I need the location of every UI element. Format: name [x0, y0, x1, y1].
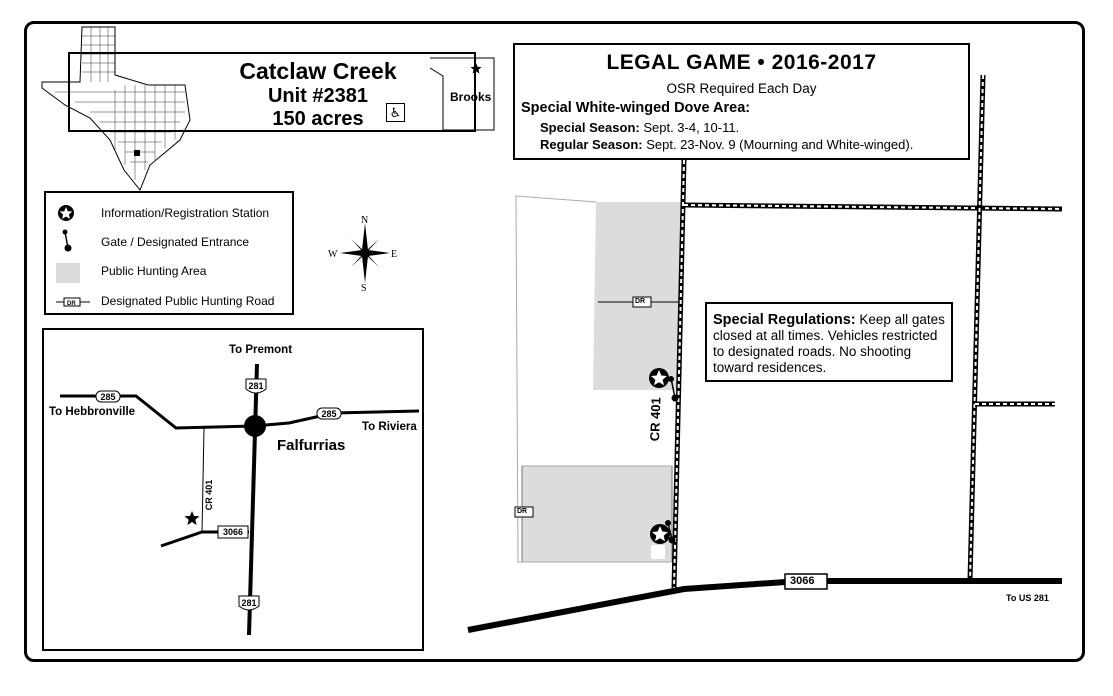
svg-text:N: N: [361, 215, 368, 226]
star-icon: [58, 205, 74, 221]
texas-locator-map: [41, 26, 191, 191]
compass-rose-icon: N S W E: [328, 215, 397, 293]
legend-label-road: Designated Public Hunting Road: [101, 294, 275, 308]
unit-acres: 150 acres: [272, 108, 364, 130]
public-hunting-area-south: [521, 465, 673, 563]
legend-label-station: Information/Registration Station: [101, 206, 270, 220]
county-name: Brooks: [450, 90, 492, 104]
cr401-label: CR 401: [647, 396, 664, 442]
dr-tag: DR: [635, 298, 646, 305]
legend: DR Information/Registration Station Gate…: [44, 191, 294, 315]
svg-text:3066: 3066: [223, 527, 243, 537]
svg-text:W: W: [328, 249, 338, 260]
gray-swatch: [56, 263, 80, 283]
special-season: Special Season: Sept. 3-4, 10-11.: [540, 120, 740, 135]
legend-label-hunting-area: Public Hunting Area: [101, 264, 207, 278]
county-star-icon: [470, 63, 482, 74]
svg-text:285: 285: [100, 392, 115, 402]
legend-label-gate: Gate / Designated Entrance: [101, 235, 250, 249]
fm3066-label: 3066: [790, 575, 815, 587]
unit-title: Catclaw Creek Unit #2381 150 acres: [218, 58, 418, 131]
svg-text:281: 281: [248, 381, 263, 391]
to-premont-label: To Premont: [229, 344, 293, 356]
regulations-label: Special Regulations:: [713, 312, 856, 328]
svg-text:DR: DR: [67, 301, 76, 307]
special-regulations-box: Special Regulations: Keep all gates clos…: [705, 302, 953, 382]
falfurrias-label: Falfurrias: [277, 437, 346, 454]
public-hunting-area-north: [593, 202, 681, 390]
wheelchair-accessible-icon: ♿: [386, 103, 405, 122]
legal-game-title: LEGAL GAME • 2016-2017: [606, 51, 877, 74]
svg-text:281: 281: [241, 598, 256, 608]
regular-season: Regular Season: Sept. 23-Nov. 9 (Mournin…: [540, 137, 914, 152]
dove-area-subtitle: Special White-winged Dove Area:: [521, 100, 751, 116]
fm-3066-road: [467, 578, 1062, 633]
unit-name: Catclaw Creek: [239, 58, 397, 84]
regulations-text: Keep all gates closed at all times. Vehi…: [713, 312, 945, 375]
to-riviera-label: To Riviera: [362, 421, 417, 433]
dr-tag-south: DR: [517, 508, 528, 515]
unit-boundary: [515, 195, 672, 563]
map-frame: [24, 21, 1085, 662]
legal-game-box: LEGAL GAME • 2016-2017 OSR Required Each…: [513, 43, 970, 160]
unit-title-box: [68, 52, 476, 132]
svg-text:E: E: [391, 249, 397, 260]
unit-number: Unit #2381: [267, 85, 369, 107]
unit-location-star-icon: [184, 511, 200, 525]
vicinity-inset-map: 285 285 281 281 3066 CR 401 To Premont T…: [42, 328, 424, 651]
osr-note: OSR Required Each Day: [666, 81, 817, 96]
registration-station-icon: [649, 368, 670, 544]
to-us281-label: To US 281: [1006, 593, 1049, 603]
svg-text:CR 401: CR 401: [204, 480, 214, 511]
to-hebbronville-label: To Hebbronville: [49, 406, 136, 418]
svg-text:285: 285: [321, 409, 336, 419]
gate-icon: [665, 376, 679, 544]
svg-text:S: S: [361, 283, 367, 293]
dr-road-icon: DR: [56, 297, 90, 307]
gate-icon: [62, 229, 72, 252]
